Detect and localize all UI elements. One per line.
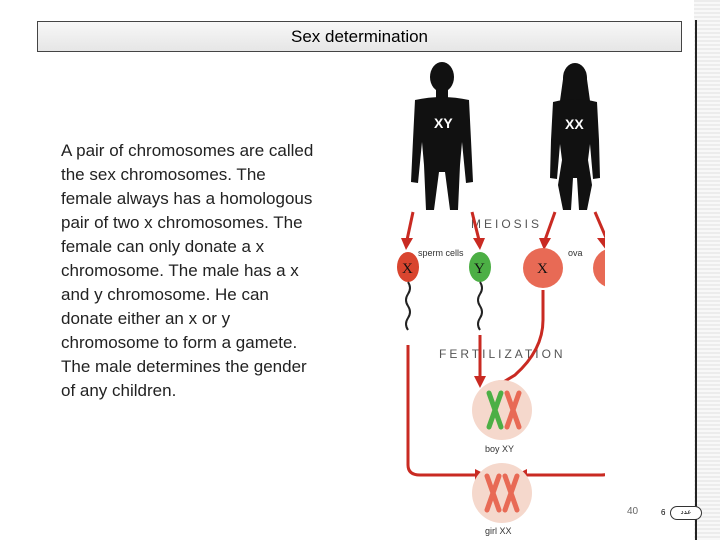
boy-zygote (472, 380, 532, 440)
ovum-1-cell (523, 248, 563, 288)
body-text-emphasis: sex chromosomes (89, 165, 228, 184)
male-chromosome-label: XY (434, 115, 453, 131)
ovum-2-cell (593, 249, 605, 287)
ova-label: ova (568, 248, 583, 258)
sperm-cells-label: sperm cells (418, 248, 464, 258)
girl-label: girl XX (485, 526, 512, 536)
meiosis-arrowheads (401, 238, 605, 250)
sperm-x-label: X (402, 261, 413, 277)
slide-title-text: Sex determination (290, 26, 429, 46)
ovum-1-label: X (537, 261, 548, 277)
slide-edge-line (695, 20, 697, 540)
nav-number: 6 (661, 508, 666, 517)
boy-label: boy XY (485, 444, 514, 454)
male-silhouette (411, 62, 473, 210)
meiosis-arrows (405, 211, 605, 241)
sperm-y-cell (469, 252, 491, 331)
meiosis-label: MEIOSIS (471, 217, 542, 231)
sperm-y-label: Y (474, 261, 485, 277)
slide-body-text: A pair of chromosomes are called the sex… (61, 139, 321, 403)
sex-determination-diagram: XY XX MEIOSIS sperm cells ova X Y X X (397, 62, 605, 536)
page-number: 40 (627, 506, 639, 517)
fertilization-label: FERTILIZATION (439, 347, 566, 361)
slide-nav-button[interactable]: عدد (670, 506, 702, 520)
body-text-before: A pair of chromosomes are called the (61, 141, 314, 184)
slide-edge-shadow (694, 0, 720, 540)
female-silhouette (550, 63, 600, 210)
body-text-after: . The female always has a homologous pai… (61, 165, 313, 400)
fertilization-paths (406, 290, 605, 477)
sperm-x-cell (397, 252, 419, 331)
slide-title: Sex determination (37, 21, 682, 52)
female-chromosome-label: XX (565, 116, 584, 132)
girl-zygote (472, 463, 532, 523)
